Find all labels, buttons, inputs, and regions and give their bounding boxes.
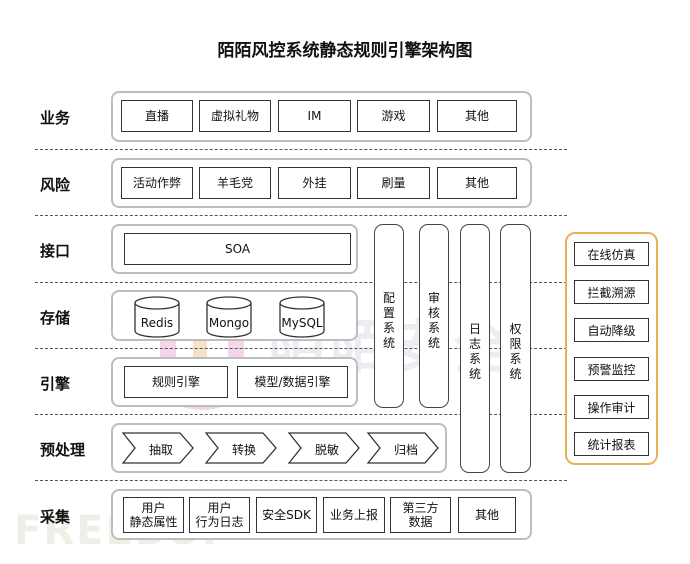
row-divider — [35, 282, 567, 283]
engine-item: 模型/数据引擎 — [237, 366, 348, 398]
risk-item: 羊毛党 — [199, 167, 271, 199]
chevron-arrow-icon — [288, 432, 360, 464]
redis-cylinder-icon — [134, 296, 180, 338]
log-system-bar: 日志系统 — [460, 224, 490, 473]
vertical-system-label: 审核系统 — [427, 291, 440, 350]
row-label-risk: 风险 — [40, 176, 71, 194]
collect-item: 安全SDK — [256, 497, 317, 533]
business-item: 虚拟礼物 — [199, 100, 271, 132]
side-panel-item: 操作审计 — [574, 395, 649, 419]
side-panel-item: 在线仿真 — [574, 242, 649, 266]
row-label-preprocess: 预处理 — [40, 441, 86, 459]
side-panel — [565, 232, 658, 465]
chevron-arrow-icon — [205, 432, 277, 464]
mongo-cylinder-icon — [206, 296, 252, 338]
page-title: 陌陌风控系统静态规则引擎架构图 — [217, 41, 473, 61]
business-item: IM — [278, 100, 351, 132]
side-panel-item: 预警监控 — [574, 357, 649, 381]
row-label-storage: 存储 — [40, 309, 71, 327]
row-label-engine: 引擎 — [40, 375, 71, 393]
vertical-system-label: 日志系统 — [468, 322, 481, 381]
side-panel-item: 统计报表 — [574, 432, 649, 456]
config-system-bar: 配置系统 — [374, 224, 404, 408]
vertical-system-label: 权限系统 — [509, 322, 522, 381]
row-divider — [35, 480, 567, 481]
risk-item: 外挂 — [278, 167, 351, 199]
storage-label: Redis — [140, 316, 174, 330]
side-panel-item: 拦截溯源 — [574, 280, 649, 304]
collect-item: 其他 — [458, 497, 516, 533]
row-divider — [35, 414, 567, 415]
side-panel-item: 自动降级 — [574, 318, 649, 342]
risk-item: 活动作弊 — [121, 167, 193, 199]
collect-item: 用户 静态属性 — [123, 497, 184, 533]
chevron-arrow-icon — [367, 432, 439, 464]
preprocess-step: 归档 — [393, 443, 418, 457]
storage-label: Mongo — [208, 316, 250, 330]
row-divider — [35, 215, 567, 216]
business-item: 其他 — [437, 100, 517, 132]
vertical-system-label: 配置系统 — [382, 291, 395, 350]
collect-item: 第三方 数据 — [390, 497, 451, 533]
mysql-cylinder-icon — [279, 296, 325, 338]
chevron-arrow-icon — [122, 432, 194, 464]
risk-item: 其他 — [437, 167, 517, 199]
risk-item: 刷量 — [357, 167, 430, 199]
row-divider — [35, 348, 567, 349]
row-label-collect: 采集 — [40, 508, 71, 526]
row-label-interface: 接口 — [40, 242, 71, 260]
preprocess-step: 抽取 — [148, 443, 173, 457]
preprocess-step: 脱敏 — [314, 443, 339, 457]
business-item: 直播 — [121, 100, 193, 132]
storage-label: MySQL — [281, 316, 323, 330]
soa-box: SOA — [124, 233, 351, 265]
preprocess-step: 转换 — [231, 443, 256, 457]
engine-item: 规则引擎 — [124, 366, 228, 398]
collect-item: 业务上报 — [323, 497, 385, 533]
business-item: 游戏 — [357, 100, 430, 132]
audit-system-bar: 审核系统 — [419, 224, 449, 408]
permission-system-bar: 权限系统 — [500, 224, 531, 473]
collect-item: 用户 行为日志 — [189, 497, 250, 533]
row-label-business: 业务 — [40, 109, 71, 127]
row-divider — [35, 149, 567, 150]
